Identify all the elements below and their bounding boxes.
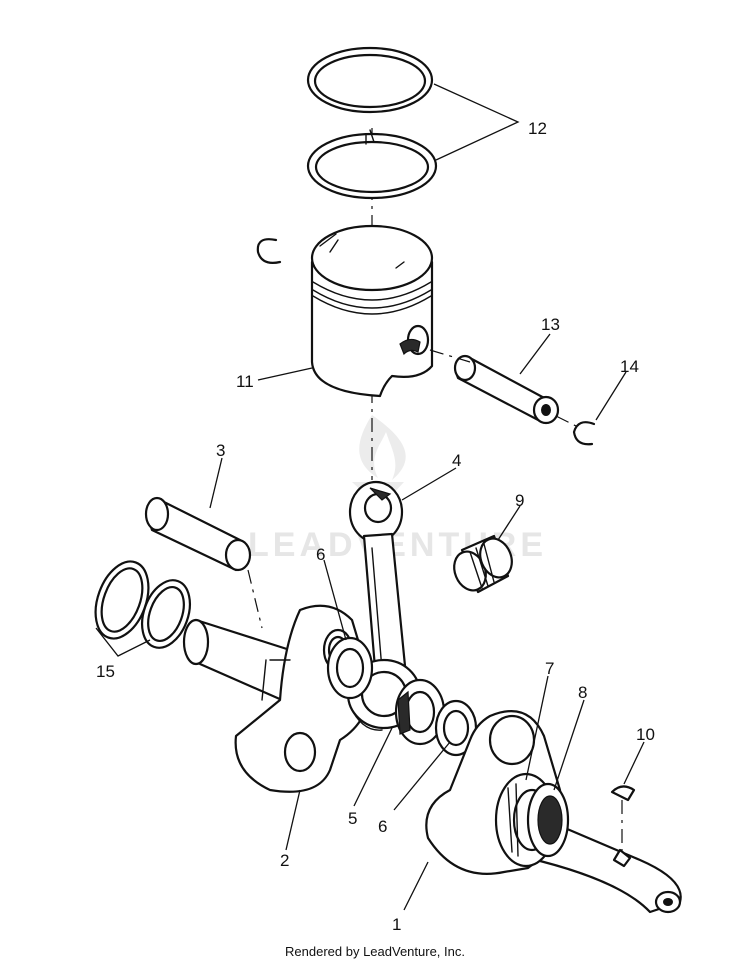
piston-ring-upper	[306, 46, 434, 114]
piston-pin-clip-left	[256, 238, 282, 264]
connecting-rod	[346, 480, 422, 731]
callout-2: 2	[280, 851, 289, 870]
piston-pin	[453, 354, 560, 425]
piston	[310, 224, 434, 398]
callout-15: 15	[96, 662, 115, 681]
callout-6-top: 6	[316, 545, 325, 564]
needle-bearing	[453, 534, 513, 594]
leader-6-top	[323, 559, 347, 641]
big-end-bearing	[394, 678, 446, 746]
callout-6-bottom: 6	[378, 817, 387, 836]
leader-12	[433, 83, 520, 161]
leader-3	[209, 457, 223, 509]
callout-12: 12	[528, 119, 547, 138]
thrust-washer-right	[434, 699, 478, 757]
crank-pin	[144, 496, 252, 572]
leader-11	[257, 367, 313, 381]
callout-14: 14	[620, 357, 639, 376]
leader-8	[553, 699, 585, 791]
leader-15	[95, 627, 151, 657]
callout-13: 13	[541, 315, 560, 334]
callout-8: 8	[578, 683, 587, 702]
callout-7: 7	[545, 659, 554, 678]
crankshaft-left-half	[182, 604, 372, 793]
leader-7	[525, 675, 549, 781]
leader-14	[595, 371, 627, 421]
piston-ring-lower	[306, 129, 438, 200]
thrust-washer-left	[326, 636, 374, 700]
callout-3: 3	[216, 441, 225, 460]
footer-credit: Rendered by LeadVenture, Inc.	[285, 944, 465, 959]
callout-4: 4	[452, 451, 461, 470]
leader-13	[519, 333, 551, 375]
callout-5: 5	[348, 809, 357, 828]
leader-1	[403, 861, 429, 911]
shim-ring-inner	[141, 579, 191, 649]
oil-seal	[526, 782, 570, 858]
leader-10	[623, 741, 645, 785]
callout-9: 9	[515, 491, 524, 510]
shim-ring-outer	[94, 560, 150, 640]
leader-5	[353, 727, 393, 807]
callout-11: 11	[236, 372, 254, 391]
callout-10: 10	[636, 725, 655, 744]
leader-6-bottom	[393, 741, 451, 811]
leader-9	[497, 505, 521, 541]
piston-pin-clip-right	[572, 421, 596, 446]
woodruff-key	[610, 785, 636, 802]
leader-2	[285, 789, 301, 851]
leader-4	[401, 467, 457, 501]
callout-1: 1	[392, 915, 401, 934]
